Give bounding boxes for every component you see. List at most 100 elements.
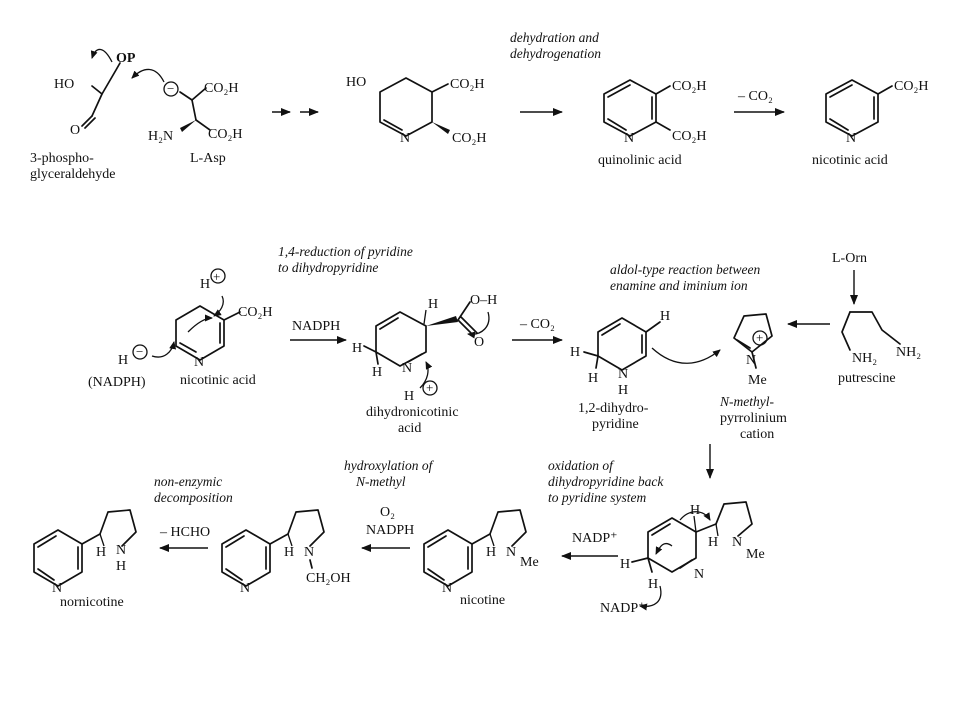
nitrogen-label: N [52, 581, 62, 596]
h-label-left: H [620, 557, 630, 572]
ho-label: HO [54, 77, 74, 92]
o2-label: O₂ [380, 505, 395, 520]
glyceraldehyde-3-phosphate-structure: OP HO O 3-phospho- glyceraldehyde [30, 48, 136, 182]
gap-name-line2: glyceraldehyde [30, 167, 116, 182]
nitrogen-label: N [694, 567, 704, 582]
proton-h-2: H [404, 389, 414, 404]
op-label: OP [116, 51, 136, 66]
co2h-label: CO₂H [894, 79, 928, 94]
h-label: H [96, 545, 106, 560]
dhp-name-line1: 1,2-dihydro- [578, 401, 649, 416]
oxid-label-line3: to pyridine system [548, 490, 646, 505]
nicotine-structure: N H N Me nicotine [423, 509, 539, 608]
step-label-line2: dehydrogenation [510, 46, 601, 61]
h-label-top: H [690, 503, 700, 518]
asp-name: L-Asp [190, 151, 226, 166]
putrescine-name: putrescine [838, 371, 896, 386]
carbonyl-o: O [474, 335, 484, 350]
proton-h: H [200, 277, 210, 292]
nicotinic-acid-reduction-structure: H + CO₂H N H − (NADPH) nicotinic acid [88, 268, 272, 390]
plus-sign: + [756, 330, 763, 345]
h-label-3: H [588, 371, 598, 386]
nitrogen-label: N [402, 361, 412, 376]
o-h-label: O–H [470, 293, 497, 308]
dhp-name-line2: pyridine [592, 417, 639, 432]
nadp-plus-label-2: NADP⁺ [600, 601, 646, 616]
nicotinic-acid-name: nicotinic acid [812, 153, 888, 168]
h-label-bottom: H [648, 577, 658, 592]
coupled-dihydro-intermediate: H H N Me N H H [620, 501, 765, 611]
h-label-ring: H [708, 535, 718, 550]
nh-n: N [116, 543, 126, 558]
nonenz-label-line1: non-enzymic [154, 474, 222, 489]
h-label-3: H [372, 365, 382, 380]
nonenz-label-line2: decomposition [154, 490, 233, 505]
nitrogen-label: N [400, 131, 410, 146]
methyl-label: Me [520, 555, 539, 570]
nitrogen-label: N [846, 131, 856, 146]
co2h-lower: CO₂H [452, 131, 486, 146]
nme-n: N [506, 545, 516, 560]
nitrogen-label: N [194, 355, 204, 370]
ch2oh-label: CH₂OH [306, 571, 351, 586]
plus-sign-2: + [426, 380, 433, 395]
nitrogen-label: N [624, 131, 634, 146]
co2h-bottom: CO₂H [208, 127, 242, 142]
nh2-right: NH₂ [896, 345, 921, 360]
nornicotine-structure: N H N H nornicotine [33, 509, 137, 610]
minus-sign: − [136, 344, 143, 359]
hcho-label: – HCHO [159, 525, 210, 540]
aldol-label-line1: aldol-type reaction between [610, 262, 760, 277]
oxid-label-line1: oxidation of [548, 458, 615, 473]
nicotinic-acid-name: nicotinic acid [180, 373, 256, 388]
oxygen-label: O [70, 123, 80, 138]
nh-h: H [618, 383, 628, 398]
tetrahydropyridine-intermediate: HO CO₂H N CO₂H [346, 75, 486, 146]
nitrogen-label: N [240, 581, 250, 596]
nme-n: N [732, 535, 742, 550]
pyr-name-line2: pyrrolinium [720, 411, 787, 426]
nitrogen-label: N [442, 581, 452, 596]
hydrox-label-line1: hydroxylation of [344, 458, 435, 473]
nadp-plus-label: NADP⁺ [572, 531, 618, 546]
nicotine-name: nicotine [460, 593, 505, 608]
nadph-label: NADPH [292, 319, 340, 334]
co2h-upper: CO₂H [672, 79, 706, 94]
nitrogen-label: N [746, 353, 756, 368]
methyl-label: Me [748, 373, 767, 388]
nitrogen-label: N [618, 367, 628, 382]
h2n-label: H₂N [148, 129, 173, 144]
reduction-label-line1: 1,4-reduction of pyridine [278, 244, 413, 259]
pyr-name-line3: cation [740, 427, 774, 442]
negative-charge-circle [163, 81, 179, 97]
h-label-2: H [570, 345, 580, 360]
ho-label-2: HO [346, 75, 366, 90]
dhn-name-line2: acid [398, 421, 421, 436]
co2h-lower: CO₂H [672, 129, 706, 144]
gap-name-line1: 3-phospho- [30, 151, 94, 166]
nadph-paren: (NADPH) [88, 375, 146, 390]
dhn-name-line1: dihydronicotinic [366, 405, 459, 420]
ornithine-label: L-Orn [832, 251, 867, 266]
aspartate-structure: − CO₂H CO₂H H₂N L-Asp [148, 81, 242, 166]
nh2-left: NH₂ [852, 351, 877, 366]
reduction-label-line2: to dihydropyridine [278, 260, 378, 275]
h-label: H [284, 545, 294, 560]
methyl-label: Me [746, 547, 765, 562]
hydrox-label-line2: N-methyl [355, 474, 406, 489]
plus-sign: + [213, 269, 220, 284]
putrescine-structure: NH₂ NH₂ putrescine [838, 311, 921, 386]
co2h-upper: CO₂H [450, 77, 484, 92]
pyrrolinium-structure: + N Me N-methyl- pyrrolinium cation [719, 313, 787, 442]
nicotinic-acid-structure: N CO₂H nicotinic acid [812, 79, 928, 168]
h-label-2: H [352, 341, 362, 356]
quinolinic-acid-name: quinolinic acid [598, 153, 682, 168]
nch2-n: N [304, 545, 314, 560]
dihydronicotinic-acid-structure: H O–H O H H N H + dihydronicotinic acid [352, 293, 497, 436]
nadph-label: NADPH [366, 523, 414, 538]
oxid-label-line2: dihydropyridine back [548, 474, 664, 489]
pyr-name-line1: N-methyl- [719, 394, 774, 409]
decarboxylation-label: – CO₂ [737, 89, 773, 104]
h-label: H [428, 297, 438, 312]
